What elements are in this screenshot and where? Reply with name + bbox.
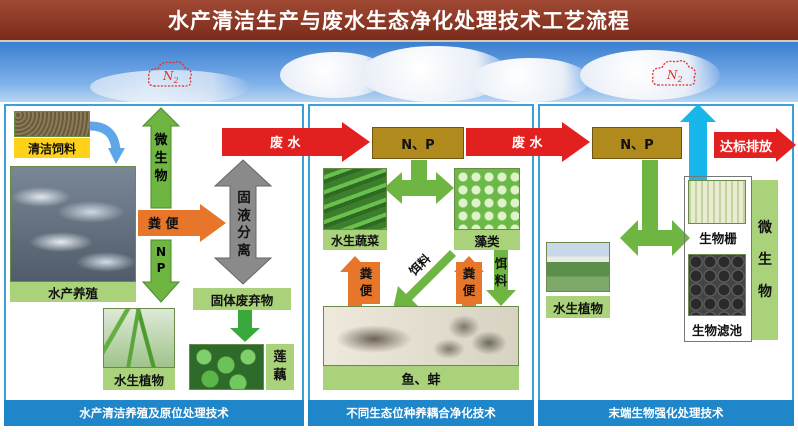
page-title: 水产清洁生产与废水生态净化处理技术工艺流程	[168, 9, 630, 33]
fish-farming-label: 水产养殖	[10, 282, 136, 302]
aquatic-plant-image-2	[546, 242, 610, 292]
lotus-image	[189, 344, 264, 390]
feed-label: 清洁饲料	[14, 138, 90, 158]
cloud	[470, 58, 590, 102]
np-down-arrow	[141, 239, 181, 303]
svg-text:N2: N2	[666, 68, 683, 84]
aquatic-vegetable-label: 水生蔬菜	[323, 230, 387, 250]
microbe-up-arrow	[141, 107, 181, 209]
bio-filter-label: 生物滤池	[691, 323, 742, 338]
separation-label: 固液分离	[237, 190, 251, 259]
np-to-plant-arrow	[620, 160, 690, 256]
bio-grid-image	[688, 180, 746, 224]
gas-up-arrow	[680, 104, 716, 188]
bio-grid-label: 生物栅	[699, 231, 737, 246]
aquatic-vegetable-image	[323, 168, 387, 230]
aquatic-plant-label-1: 水生植物	[103, 368, 175, 390]
manure-label: 粪 便	[148, 217, 179, 232]
manure-label-3: 粪便	[456, 262, 482, 304]
wastewater-label-2-wrap: 废 水	[512, 132, 572, 151]
bio-filter-image	[688, 254, 746, 316]
feed-diagonal-arrow	[392, 244, 456, 314]
np-box-1: N、P	[372, 127, 464, 159]
feed-down-arrow	[486, 250, 516, 306]
algae-label: 藻类	[454, 230, 520, 250]
separation-double-arrow	[213, 159, 273, 285]
wastewater-label-1-wrap: 废 水	[270, 132, 340, 151]
n2-cloud-left: N2	[147, 61, 192, 87]
manure-arrow	[138, 204, 226, 242]
n2-cloud-right: N2	[651, 60, 696, 86]
solid-waste-label: 固体废弃物	[193, 288, 291, 310]
fish-clam-image	[323, 306, 519, 366]
svg-text:N2: N2	[162, 69, 179, 85]
wastewater-arrow-1	[222, 122, 370, 162]
bio-treatment-frame	[684, 176, 752, 342]
np-box-2: N、P	[592, 127, 682, 159]
cloud	[90, 70, 250, 104]
discharge-label: 达标排放	[720, 140, 773, 155]
aquatic-plant-image-1	[103, 308, 175, 368]
np-distribute-arrow	[384, 160, 454, 204]
wastewater-label-1: 废 水	[270, 136, 301, 151]
waste-down-arrow	[230, 310, 260, 342]
lotus-label: 莲藕	[266, 344, 294, 390]
feed-pellets-image	[14, 111, 90, 137]
feed-label-2: 饵料	[494, 256, 508, 288]
fish-image	[10, 166, 136, 282]
title-bar: 水产清洁生产与废水生态净化处理技术工艺流程	[0, 0, 798, 42]
aquatic-plant-label-2: 水生植物	[546, 296, 610, 318]
wastewater-arrow-2	[466, 122, 590, 162]
cloud	[580, 50, 720, 100]
wastewater-label-2: 废 水	[512, 136, 543, 151]
panel2-footer: 不同生态位种养耦合净化技术	[308, 400, 534, 426]
discharge-arrow	[714, 128, 796, 162]
panel1-footer: 水产清洁养殖及原位处理技术	[4, 400, 304, 426]
microbe-label-2: 微生物	[752, 180, 778, 340]
fish-clam-label: 鱼、蚌	[323, 366, 519, 390]
blue-curve-arrow	[89, 121, 125, 164]
algae-image	[454, 168, 520, 230]
microbe-label: 微生物	[154, 133, 168, 185]
manure-label-2: 粪便	[352, 262, 380, 304]
panel3-footer: 末端生物强化处理技术	[538, 400, 794, 426]
